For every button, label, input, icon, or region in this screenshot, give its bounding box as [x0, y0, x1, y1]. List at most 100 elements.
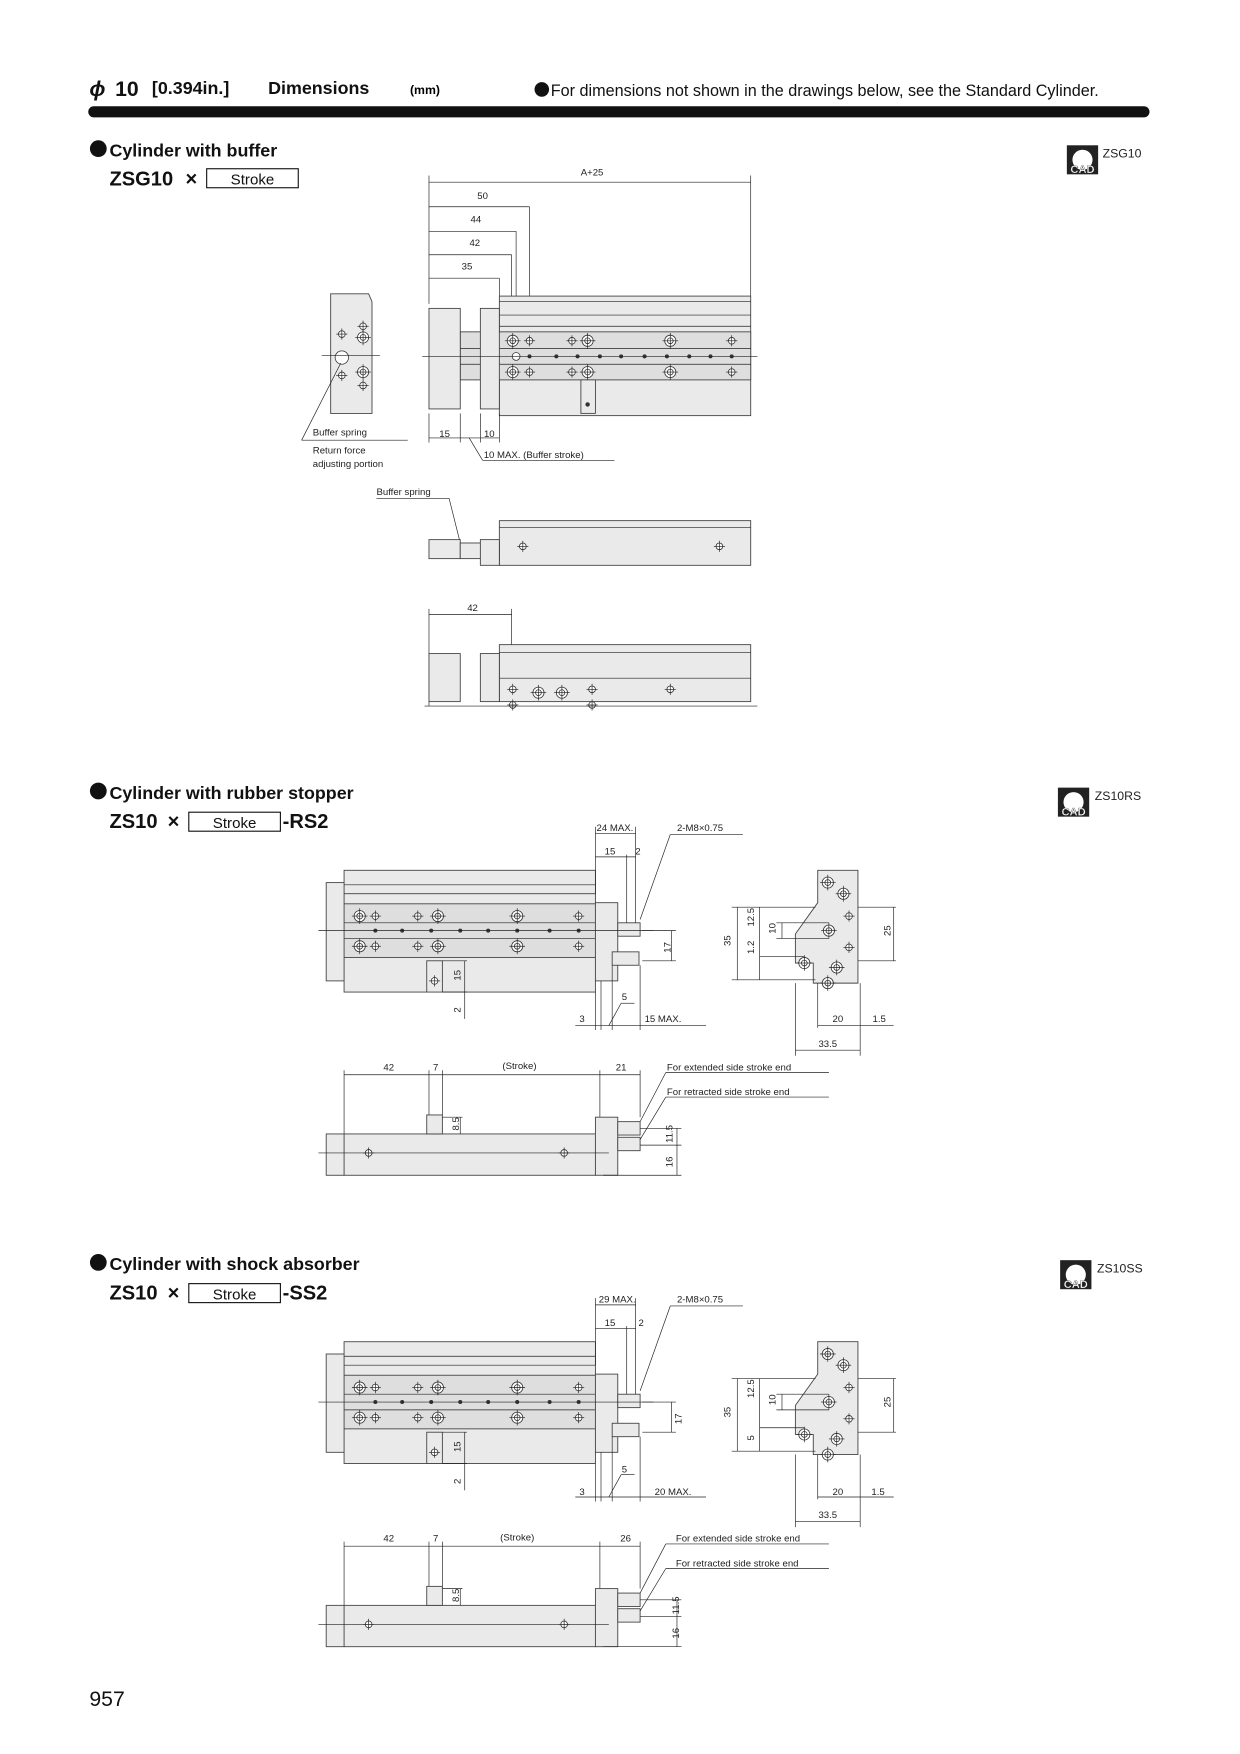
- dimension-label: 35: [723, 1407, 734, 1418]
- dimension-labels: 29 MAX. 2-M8×0.75 15 2 17 15 2 5 3 20 MA…: [383, 1295, 893, 1639]
- dimension-label: 42: [383, 1062, 394, 1073]
- dimension-label: 50: [477, 191, 488, 202]
- cad-icon[interactable]: CAD: [1066, 145, 1099, 176]
- model-code: ZS10: [109, 1282, 157, 1304]
- dimension-label: 10 MAX. (Buffer stroke): [484, 450, 584, 461]
- stroke-box: [188, 1283, 281, 1304]
- dimension-label: 7: [433, 1062, 438, 1073]
- stroke-box-label: Stroke: [213, 1286, 257, 1303]
- dimension-label: 10: [767, 1394, 778, 1405]
- dimension-label: 15: [439, 429, 450, 440]
- dimension-label: 17: [673, 1413, 684, 1424]
- dimension-label: 20: [833, 1014, 844, 1025]
- dimension-label: For extended side stroke end: [676, 1534, 800, 1545]
- buffer-top-view: Buffer spring: [376, 487, 752, 566]
- dimension-label: 33.5: [818, 1510, 837, 1521]
- model-code: ZS10: [109, 811, 157, 833]
- dimension-label: 15: [452, 970, 463, 981]
- dimension-label: 17: [662, 942, 673, 953]
- dimension-label: 2: [452, 1007, 463, 1012]
- dimension-label: 15: [605, 1318, 616, 1329]
- dimension-label: Buffer spring: [313, 428, 367, 439]
- dimension-label: For retracted side stroke end: [676, 1558, 799, 1569]
- dimension-label: 3: [579, 1014, 584, 1025]
- dimension-label: 5: [746, 1435, 757, 1440]
- model-code: ZSG10: [109, 169, 173, 191]
- dimension-label: 12.5: [746, 1379, 757, 1398]
- dimension-label: 2-M8×0.75: [677, 1295, 723, 1306]
- stroke-box: [188, 811, 281, 832]
- dimension-label: 10: [484, 429, 495, 440]
- dimension-label: 25: [882, 925, 893, 936]
- dimension-label: 7: [433, 1534, 438, 1545]
- dimension-label: 26: [620, 1534, 631, 1545]
- dimension-label: 5: [622, 992, 627, 1003]
- section-heading: Cylinder with shock absorber: [109, 1254, 359, 1274]
- dimension-label: 20: [833, 1487, 844, 1498]
- cad-icon[interactable]: CAD: [1057, 787, 1090, 819]
- bullet-icon: [89, 140, 107, 158]
- dimension-label: 24 MAX.: [597, 823, 634, 834]
- dimension-label: For extended side stroke end: [667, 1062, 791, 1073]
- cad-icon[interactable]: CAD: [1060, 1260, 1092, 1291]
- dimension-label: 42: [469, 238, 480, 249]
- dimension-label: A+25: [581, 167, 604, 178]
- title-unit: (mm): [410, 83, 440, 97]
- section-heading: Cylinder with rubber stopper: [109, 783, 353, 803]
- dimension-label: 33.5: [818, 1039, 837, 1050]
- dimension-label: 10: [767, 923, 778, 934]
- model-times: ×: [168, 811, 180, 833]
- page-title: Dimensions: [268, 78, 369, 98]
- dimension-label: 15: [452, 1441, 463, 1452]
- dimension-label: 12.5: [746, 908, 757, 927]
- dimension-label: Return force: [313, 446, 366, 457]
- dimension-label: Buffer spring: [376, 487, 430, 498]
- page-number: 957: [89, 1688, 124, 1711]
- section-buffer: Cylinder with buffer ZSG10 × Stroke CAD …: [89, 140, 1142, 711]
- dimension-label: 2: [635, 847, 640, 858]
- bullet-icon: [89, 782, 107, 800]
- cad-label[interactable]: ZSG10: [1103, 147, 1142, 161]
- dimension-label: 35: [723, 935, 734, 946]
- title-symbol: ϕ: [89, 78, 105, 101]
- dimension-label: 16: [665, 1157, 676, 1168]
- dimension-label: 16: [671, 1628, 682, 1639]
- dimension-label: 8.5: [451, 1589, 462, 1602]
- title-inch: [0.394in.]: [152, 78, 229, 98]
- model-times: ×: [168, 1282, 180, 1304]
- cad-label[interactable]: ZS10SS: [1097, 1261, 1143, 1275]
- bullet-icon: [534, 82, 550, 97]
- stroke-box-label: Stroke: [213, 815, 257, 832]
- dimension-label: For retracted side stroke end: [667, 1087, 790, 1098]
- buffer-bottom-view: 42: [424, 603, 758, 711]
- dimension-label: 15 MAX.: [645, 1014, 682, 1025]
- dimension-label: 15: [605, 847, 616, 858]
- dimension-label: 1.2: [746, 941, 757, 954]
- dimension-label: CAD: [1064, 1279, 1088, 1291]
- dimension-labels: 24 MAX. 2-M8×0.75 15 2 17 15 2 5 3 15 MA…: [383, 823, 893, 1167]
- dimension-label: 25: [882, 1397, 893, 1408]
- dimension-label: 35: [462, 261, 473, 272]
- dimension-label: CAD: [1061, 807, 1085, 819]
- dimension-label: 5: [622, 1464, 627, 1475]
- title-size: 10: [115, 78, 139, 101]
- dimension-label: 11.5: [665, 1125, 676, 1143]
- dimension-label: 11.5: [671, 1596, 682, 1614]
- dimension-label: 1.5: [871, 1487, 884, 1498]
- bullet-icon: [89, 1254, 107, 1271]
- dimension-label: 42: [467, 603, 478, 614]
- header-note: For dimensions not shown in the drawings…: [551, 82, 1099, 100]
- dimension-label: 1.5: [872, 1014, 885, 1025]
- dimension-label: 21: [616, 1062, 627, 1073]
- cad-label[interactable]: ZS10RS: [1095, 789, 1141, 803]
- header-rule: [88, 106, 1150, 118]
- section-shock-absorber: Cylinder with shock absorber ZS10 × Stro…: [89, 1254, 1143, 1647]
- dimension-label: 2: [639, 1318, 644, 1329]
- dimension-label: 2-M8×0.75: [677, 823, 723, 834]
- section-heading: Cylinder with buffer: [109, 140, 277, 160]
- dimension-label: 44: [471, 214, 482, 225]
- dimension-label: adjusting portion: [313, 459, 383, 470]
- dimension-label: (Stroke): [502, 1061, 536, 1072]
- section-rubber-stopper: Cylinder with rubber stopper ZS10 × Stro…: [89, 782, 1141, 1176]
